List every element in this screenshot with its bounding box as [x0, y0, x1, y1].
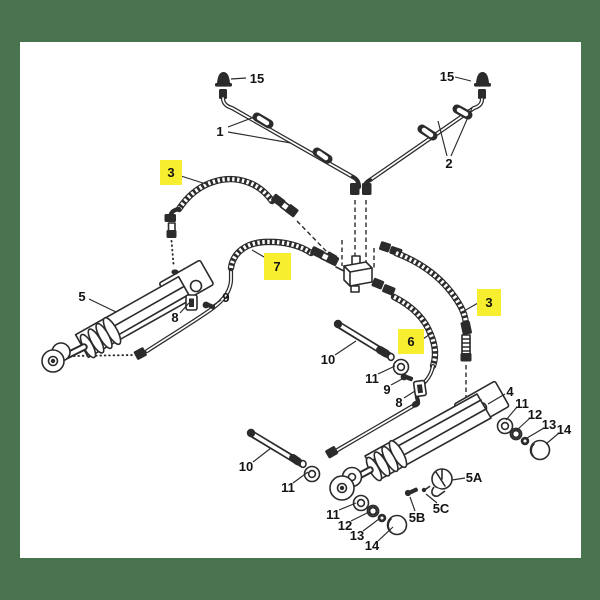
- callout-5a: 5A: [466, 470, 483, 485]
- callout-11-lower: 11: [281, 480, 295, 495]
- callout-8-starboard: 8: [395, 395, 402, 410]
- callout-3-port: 3: [167, 165, 174, 180]
- cylinder-starboard: [329, 380, 510, 501]
- plug-15-starboard: [474, 72, 491, 99]
- callout-5b: 5B: [409, 510, 426, 525]
- screw-9-starboard: [400, 373, 414, 382]
- callout-9-starboard: 9: [383, 382, 390, 397]
- callout-4: 4: [506, 384, 514, 399]
- callout-15-port: 15: [250, 71, 264, 86]
- callout-11-bottom: 11: [326, 507, 340, 522]
- screw-5b: [404, 487, 418, 497]
- callout-14-bottom: 14: [365, 538, 380, 553]
- callout-8-port: 8: [171, 310, 178, 325]
- callout-12-bottom: 12: [338, 518, 352, 533]
- seal-stack-right: [496, 417, 551, 461]
- pin-5c: [421, 485, 431, 493]
- callout-10-lower: 10: [239, 459, 253, 474]
- callout-15-starboard: 15: [440, 69, 454, 84]
- anchor-pin-upper: [333, 319, 395, 362]
- callout-14-right: 14: [557, 422, 572, 437]
- callout-13-right: 13: [542, 417, 556, 432]
- callout-10-upper: 10: [321, 352, 335, 367]
- callout-11-right: 11: [515, 396, 529, 411]
- highlight-3-starboard: [477, 289, 501, 316]
- callout-5: 5: [78, 289, 85, 304]
- callout-11-mid: 11: [365, 371, 379, 386]
- hose-3-starboard: [379, 241, 472, 406]
- callout-12-right: 12: [528, 407, 542, 422]
- plug-15-port: [215, 72, 232, 99]
- cylinder-port: [41, 259, 214, 373]
- callout-9-port: 9: [222, 290, 229, 305]
- callout-7: 7: [273, 259, 280, 274]
- clip-8-port: [185, 294, 198, 311]
- callout-2: 2: [445, 156, 452, 171]
- callout-3-starboard: 3: [485, 295, 492, 310]
- callout-13-bottom: 13: [350, 528, 364, 543]
- retainer-5a: [431, 468, 453, 497]
- hose-3-port: [164, 176, 338, 265]
- anchor-pin-lower: [246, 428, 307, 469]
- clip-8-starboard: [412, 379, 427, 398]
- seal-stack-bottom: [352, 494, 408, 536]
- callout-6: 6: [407, 334, 414, 349]
- tube-assembly-port: [220, 95, 362, 258]
- callout-5c: 5C: [433, 501, 450, 516]
- tube-assembly-starboard: [361, 96, 485, 262]
- highlight-3-port: [160, 160, 182, 185]
- junction-block: [341, 240, 375, 293]
- callouts: 15 1 15 2 3 7 3 6 5 8 9 10 11 9 8 4 11 1…: [78, 69, 572, 553]
- highlight-6: [398, 329, 424, 354]
- highlight-7: [264, 253, 291, 280]
- screw-9-port: [202, 301, 216, 310]
- leader-lines: [88, 76, 560, 542]
- bushing-11-lower: [303, 465, 321, 483]
- bushing-11-mid: [392, 358, 410, 376]
- callout-1: 1: [216, 124, 223, 139]
